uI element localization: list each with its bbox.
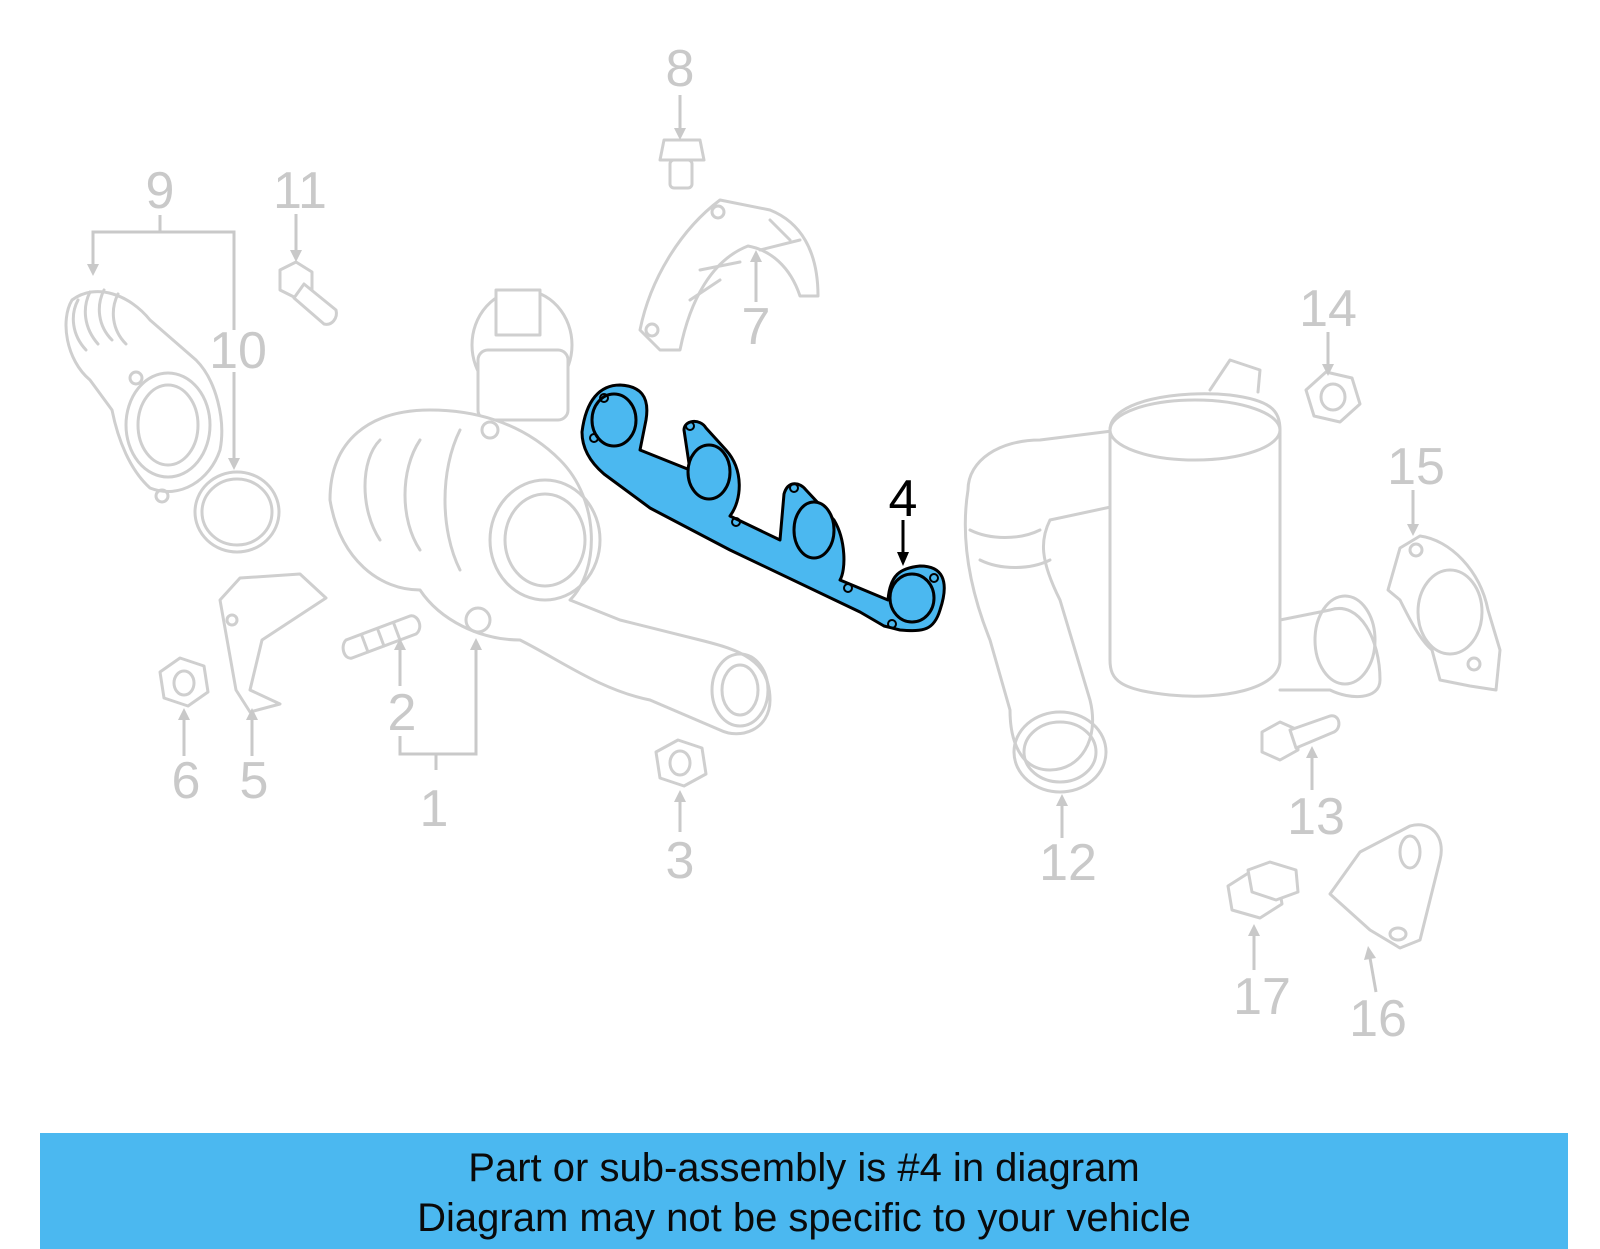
callout-17[interactable]: 17: [1233, 968, 1291, 1026]
callout-1[interactable]: 1: [420, 780, 449, 838]
info-banner: Part or sub-assembly is #4 in diagram Di…: [40, 1133, 1568, 1249]
part-4-exhaust-gasket[interactable]: [580, 383, 946, 633]
callout-13[interactable]: 13: [1287, 788, 1345, 846]
part-2-stud[interactable]: [341, 614, 422, 660]
callout-labels: 8 9 11 10 7 14 15 4 2 1 6 5 3 12 13 17 1…: [146, 40, 1445, 1048]
part-11-bolt[interactable]: [278, 260, 338, 326]
callout-3[interactable]: 3: [666, 832, 695, 890]
part-5-bracket[interactable]: [218, 572, 328, 714]
part-3-nut[interactable]: [654, 738, 708, 788]
callout-9[interactable]: 9: [146, 162, 175, 220]
banner-line-part: Part or sub-assembly is #4 in diagram: [468, 1146, 1140, 1190]
part-7-heat-shield[interactable]: [638, 198, 820, 352]
part-8-bolt[interactable]: [658, 138, 706, 190]
callout-6[interactable]: 6: [172, 752, 201, 810]
callout-10[interactable]: 10: [209, 322, 267, 380]
callout-7[interactable]: 7: [742, 298, 771, 356]
part-1-turbocharger[interactable]: [328, 288, 772, 736]
callout-2[interactable]: 2: [388, 684, 417, 742]
part-12-catalytic-converter[interactable]: [963, 358, 1382, 794]
part-10-o-ring[interactable]: [193, 470, 281, 554]
part-13-bolt[interactable]: [1260, 714, 1341, 762]
leader-lines: [87, 95, 1419, 993]
callout-14[interactable]: 14: [1299, 280, 1357, 338]
banner-line-disclaimer: Diagram may not be specific to your vehi…: [417, 1196, 1191, 1240]
callout-15[interactable]: 15: [1387, 438, 1445, 496]
callout-8[interactable]: 8: [666, 40, 695, 98]
part-17-plug[interactable]: [1226, 860, 1300, 920]
callout-16[interactable]: 16: [1349, 990, 1407, 1048]
part-9-intake-pipe[interactable]: [64, 288, 224, 504]
part-14-nut[interactable]: [1304, 370, 1362, 424]
callout-5[interactable]: 5: [240, 752, 269, 810]
part-16-bracket[interactable]: [1328, 823, 1443, 950]
part-6-nut[interactable]: [158, 656, 210, 708]
part-15-gasket[interactable]: [1386, 534, 1502, 692]
callout-11[interactable]: 11: [273, 162, 327, 220]
callout-12[interactable]: 12: [1039, 834, 1097, 892]
callout-4[interactable]: 4: [889, 470, 918, 528]
